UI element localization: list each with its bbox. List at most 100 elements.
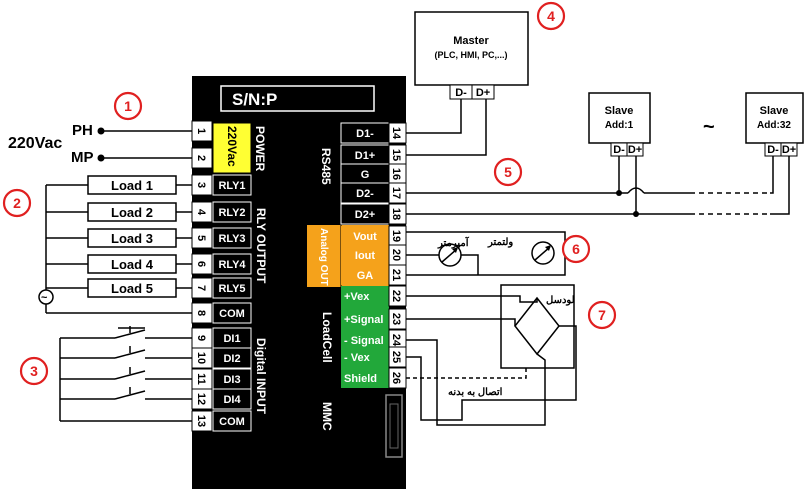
power-voltage-label: 220Vac — [225, 126, 239, 167]
section-rs485-label: RS485 — [319, 148, 333, 185]
right-terminal-label: D1+ — [355, 150, 376, 162]
left-terminal-number: 6 — [195, 261, 207, 267]
load-label: Load 1 — [111, 178, 153, 193]
left-terminal-number: 4 — [195, 209, 207, 216]
left-terminal-label: COM — [219, 308, 245, 320]
power-supply-label: 220Vac — [8, 135, 62, 152]
slave-32-addr: Add:32 — [757, 120, 791, 131]
load-label: Load 4 — [111, 257, 154, 272]
right-terminal-number: 25 — [390, 351, 402, 363]
voltmeter-label: ولتمتر — [487, 237, 513, 248]
right-terminal-label: D2+ — [355, 209, 376, 221]
right-terminal-number: 16 — [390, 168, 402, 180]
callout-marker-number: 5 — [504, 164, 512, 180]
slave-32-title: Slave — [760, 105, 789, 117]
left-terminal-label: RLY3 — [218, 233, 245, 245]
callout-marker — [113, 91, 143, 121]
left-terminal-number: 11 — [195, 373, 207, 385]
left-terminal-label: COM — [219, 416, 245, 428]
shield-note: اتصال به بدنه — [448, 387, 503, 398]
slave-32-dplus: D+ — [782, 144, 796, 156]
section-power-label: POWER — [253, 126, 267, 172]
slave-1-dplus: D+ — [628, 144, 642, 156]
right-terminal-label: G — [361, 169, 370, 181]
callout-marker-number: 1 — [124, 98, 132, 114]
ph-label: PH — [72, 122, 93, 139]
right-terminal-label: Shield — [344, 373, 377, 385]
slave-ellipsis: ~ — [703, 116, 715, 138]
right-terminal-label: - Signal — [344, 335, 384, 347]
right-terminal-number: 17 — [390, 187, 402, 199]
left-terminal-number: 7 — [195, 285, 207, 291]
callout-marker-number: 6 — [572, 241, 580, 257]
right-terminal-label: Vout — [353, 231, 377, 243]
callout-marker-number: 7 — [598, 307, 606, 323]
slave-1-dminus: D- — [613, 144, 625, 156]
callout-marker — [493, 157, 523, 187]
right-terminal-label: D1- — [356, 128, 374, 140]
callout-marker — [587, 300, 617, 330]
master-dplus: D+ — [476, 87, 490, 99]
right-terminal-number: 15 — [390, 149, 402, 161]
loadcell-label: لودسل — [546, 295, 575, 306]
load-label: Load 3 — [111, 231, 153, 246]
left-terminal-number: 1 — [195, 128, 207, 134]
right-terminal-number: 18 — [390, 208, 402, 220]
right-terminal-label: +Vex — [344, 291, 370, 303]
right-terminal-number: 19 — [390, 230, 402, 242]
left-terminal-number: 12 — [195, 393, 207, 405]
left-terminal-label: RLY2 — [218, 207, 245, 219]
right-terminal-number: 20 — [390, 249, 402, 261]
power-supply: 220Vac PH MP — [8, 122, 192, 166]
right-terminal-number: 26 — [390, 372, 402, 384]
left-terminal-label: DI1 — [223, 333, 240, 345]
sn-label: S/N:P — [232, 90, 277, 109]
left-terminal-label: RLY5 — [218, 283, 245, 295]
master-dminus: D- — [455, 87, 467, 99]
slave-1-addr: Add:1 — [605, 120, 634, 131]
left-terminal-label: DI3 — [223, 374, 240, 386]
left-terminal-number: 9 — [195, 335, 207, 341]
section-loadcell-label: LoadCell — [320, 312, 334, 363]
right-terminal-number: 14 — [390, 127, 402, 140]
left-terminal-number: 13 — [195, 415, 207, 427]
rs485-wiring: Master (PLC, HMI, PC,...) D- D+ Slave Ad… — [406, 11, 804, 217]
callout-marker-number: 3 — [30, 363, 38, 379]
callout-marker — [19, 356, 49, 386]
left-terminal-label: RLY1 — [218, 180, 245, 192]
right-terminal-number: 23 — [390, 313, 402, 325]
section-mmc-label: MMC — [320, 402, 334, 431]
slave-32-dminus: D- — [767, 144, 779, 156]
callout-marker — [561, 234, 591, 264]
section-digital-input-label: Digital INPUT — [254, 338, 268, 415]
slave-1-box — [588, 92, 651, 144]
callout-marker — [536, 1, 566, 31]
loadcell-wiring: لودسل اتصال به بدنه — [406, 284, 577, 426]
right-terminal-number: 22 — [390, 290, 402, 302]
callout-marker — [2, 188, 32, 218]
left-terminal-number: 5 — [195, 235, 207, 241]
right-terminal-number: 24 — [390, 334, 402, 347]
left-terminal-label: DI2 — [223, 353, 240, 365]
ammeter-label: آمپرمتر — [437, 236, 470, 249]
section-analog-out-label: Analog OUT — [318, 228, 329, 286]
relay-common-wiring: ~ — [38, 185, 192, 314]
ac-source-circle — [38, 289, 54, 305]
master-subtitle: (PLC, HMI, PC,...) — [435, 50, 508, 60]
sn-label-box — [220, 85, 375, 112]
left-terminal-label: DI4 — [223, 394, 241, 406]
mp-label: MP — [71, 149, 94, 166]
power-voltage-box — [212, 122, 252, 174]
right-terminal-label: D2- — [356, 188, 374, 200]
mmc-slot-inner — [389, 403, 399, 449]
load-label: Load 2 — [111, 205, 153, 220]
master-box — [414, 11, 529, 86]
master-title: Master — [453, 35, 489, 47]
right-terminal-label: - Vex — [344, 352, 371, 364]
slave-32-box — [745, 92, 804, 144]
right-terminal-label: GA — [357, 270, 374, 282]
